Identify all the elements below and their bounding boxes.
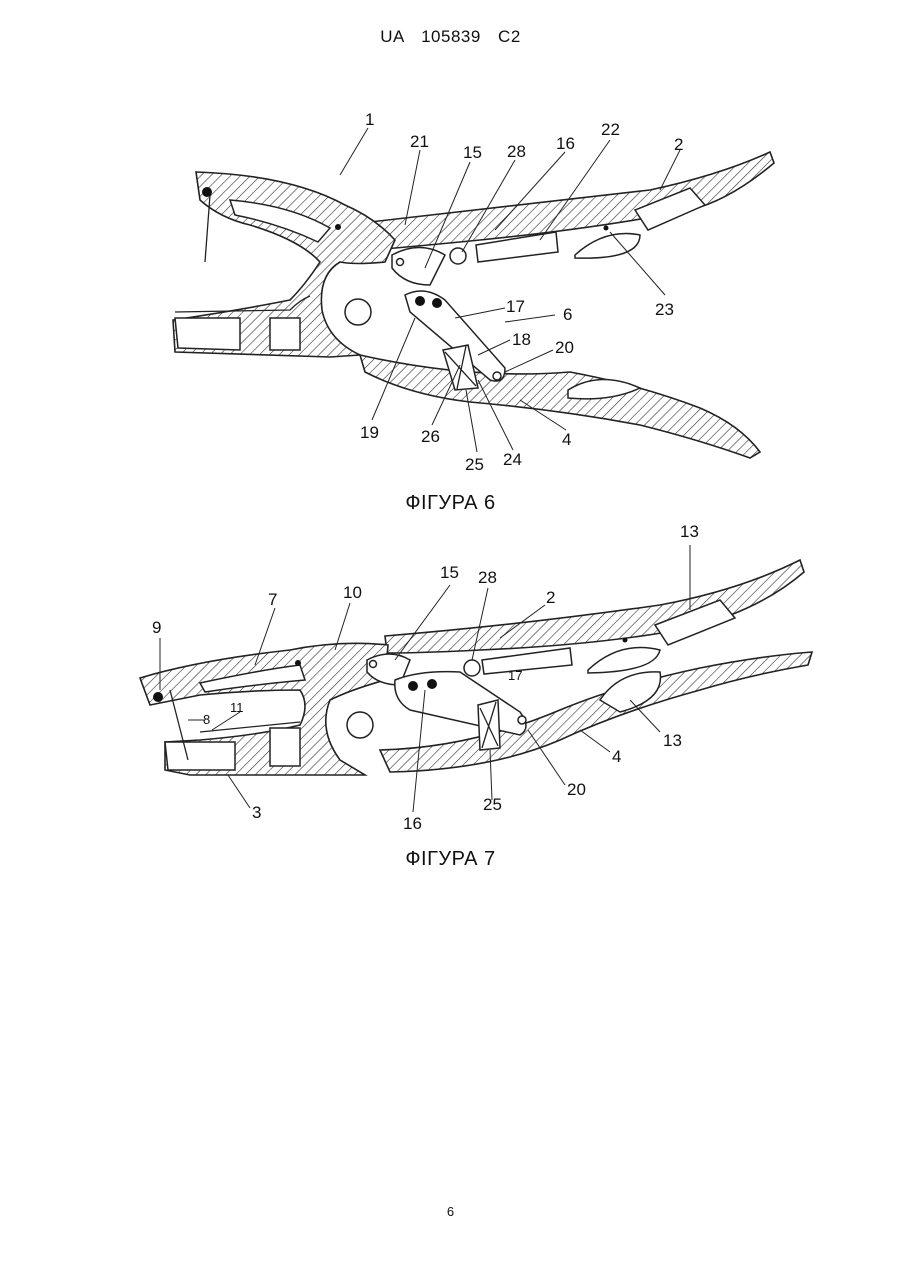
pivot-hole [345,299,371,325]
fig6-label-20: 20 [555,338,574,357]
fig7-label-7: 7 [268,590,277,609]
fig7-label-16: 16 [403,814,422,833]
fig6-label-19: 19 [360,423,379,442]
pivot-15 [370,661,377,668]
fig7-label-8: 8 [203,712,210,727]
link-15 [392,248,445,286]
fig6-label-21: 21 [410,132,429,151]
fig6-label-26: 26 [421,427,440,446]
pivot-20 [518,716,526,724]
fig6-label-28: 28 [507,142,526,161]
pivot-19 [415,296,425,306]
pin-hole-28 [464,660,480,676]
pivot-16a [408,681,418,691]
fig6-label-17: 17 [506,297,525,316]
fig7-label-20: 20 [567,780,586,799]
fig6-label-1: 1 [365,110,374,129]
fig7-label-4: 4 [612,747,621,766]
figure-7-drawing: 13 15 28 2 7 10 9 17 11 8 13 4 3 20 25 1… [0,515,901,845]
figure-6-drawing: 1 21 15 28 16 22 2 23 17 6 18 20 19 26 2… [0,100,901,480]
fig6-label-2: 2 [674,135,683,154]
fig6-label-4: 4 [562,430,571,449]
pivot-top [623,638,628,643]
pivot-23 [604,226,609,231]
pivot-16b [427,679,437,689]
pivot-15 [397,259,404,266]
slot [482,648,572,674]
lower-grip-bulge [600,672,661,712]
fig7-label-3: 3 [252,803,261,822]
pivot-20 [493,372,501,380]
upper-grip-bulge [588,648,660,674]
jaw-insert [270,728,300,766]
head-pin [295,660,301,666]
jaw-pin [202,187,212,197]
fig6-label-24: 24 [503,450,522,469]
fig6-label-18: 18 [512,330,531,349]
patent-header: UA 105839 C2 [0,27,901,47]
fig7-label-11: 11 [230,700,244,715]
upper-handle [370,152,774,250]
fig7-label-13a: 13 [680,522,699,541]
fig7-label-2: 2 [546,588,555,607]
fig7-label-17: 17 [508,668,522,683]
lower-jaw-block [165,742,235,770]
lower-jaw-block [175,318,240,350]
fig6-label-15: 15 [463,143,482,162]
fig7-label-10: 10 [343,583,362,602]
figure-6-caption: ФІГУРА 6 [0,492,901,515]
fig7-label-13b: 13 [663,731,682,750]
head-pin [335,224,341,230]
fig7-label-15: 15 [440,563,459,582]
fig6-label-16: 16 [556,134,575,153]
fig7-label-9: 9 [152,618,161,637]
figure-7-caption: ФІГУРА 7 [0,848,901,871]
link-17 [395,672,526,735]
fig6-label-23: 23 [655,300,674,319]
fig7-label-28: 28 [478,568,497,587]
pivot-16 [432,298,442,308]
pivot-hole [347,712,373,738]
jaw-pin-9 [153,692,163,702]
fig6-label-25: 25 [465,455,484,474]
fig6-label-6: 6 [563,305,572,324]
fig6-label-22: 22 [601,120,620,139]
jaw-insert [270,318,300,350]
lower-handle [360,355,760,458]
pin-hole-28 [450,248,466,264]
page-number: 6 [0,1204,901,1219]
fig7-label-25: 25 [483,795,502,814]
